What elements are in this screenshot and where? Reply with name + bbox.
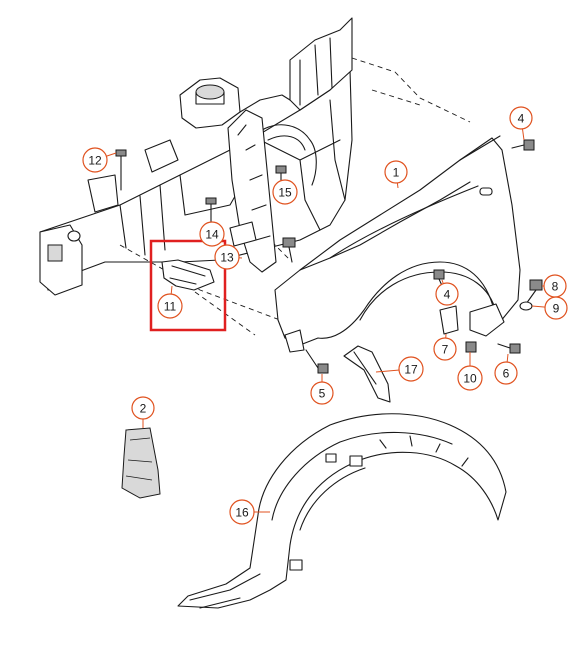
callout-4-mid: 4 bbox=[435, 279, 459, 306]
callout-14-circle bbox=[199, 221, 225, 247]
callout-15-circle bbox=[272, 179, 298, 205]
callout-10-circle bbox=[457, 365, 483, 391]
part-16-wheelhouse-liner bbox=[177, 413, 507, 609]
callout-1-label: 1 bbox=[393, 166, 400, 180]
part-2-foam-insert bbox=[121, 427, 161, 499]
callout-11: 11 bbox=[157, 285, 183, 319]
callout-13-label: 13 bbox=[220, 251, 234, 265]
callout-2: 2 bbox=[131, 396, 155, 428]
callout-15: 15 bbox=[272, 179, 298, 205]
callout-4-top: 4 bbox=[509, 106, 533, 141]
callout-9: 9 bbox=[531, 296, 568, 320]
callout-7: 7 bbox=[433, 333, 457, 361]
callout-17-label: 17 bbox=[404, 363, 418, 377]
callout-16-label: 16 bbox=[235, 506, 249, 520]
callout-11-label: 11 bbox=[164, 300, 177, 314]
body-frame bbox=[39, 17, 353, 296]
callout-7-label: 7 bbox=[442, 343, 449, 357]
callout-5-circle bbox=[310, 381, 334, 405]
part-11-bracket bbox=[161, 259, 215, 291]
callout-8: 8 bbox=[542, 274, 567, 298]
callout-6-circle bbox=[494, 361, 518, 385]
part-13-bracket bbox=[227, 109, 277, 273]
callout-2-label: 2 bbox=[140, 402, 147, 416]
highlight-box-part-11 bbox=[149, 239, 227, 332]
callout-10-label: 10 bbox=[463, 372, 477, 386]
callout-12: 12 bbox=[82, 147, 117, 173]
callout-8-label: 8 bbox=[552, 280, 559, 294]
callout-12-circle bbox=[82, 147, 108, 173]
callout-14: 14 bbox=[199, 221, 225, 247]
callout-9-label: 9 bbox=[553, 302, 560, 316]
callout-12-label: 12 bbox=[88, 154, 102, 168]
callout-15-label: 15 bbox=[278, 186, 292, 200]
callout-1-circle bbox=[384, 160, 408, 184]
callout-5-label: 5 bbox=[319, 387, 326, 401]
callout-16: 16 bbox=[229, 499, 270, 525]
callout-4-mid-label: 4 bbox=[444, 288, 451, 302]
callout-10: 10 bbox=[457, 352, 483, 391]
part-1-fender bbox=[274, 135, 521, 353]
callout-9-circle bbox=[544, 296, 568, 320]
callout-5: 5 bbox=[310, 374, 334, 405]
callout-4-top-label: 4 bbox=[518, 112, 525, 126]
part-17-cover bbox=[343, 345, 391, 403]
callout-17: 17 bbox=[375, 356, 424, 382]
callout-16-circle bbox=[229, 499, 255, 525]
callout-11-circle bbox=[157, 293, 183, 319]
callout-14-label: 14 bbox=[205, 228, 219, 242]
callout-13: 13 bbox=[214, 244, 243, 270]
callout-13-circle bbox=[214, 244, 240, 270]
callout-4-mid-circle bbox=[435, 282, 459, 306]
callout-2-circle bbox=[131, 396, 155, 420]
callout-6: 6 bbox=[494, 353, 518, 385]
callout-17-circle bbox=[398, 356, 424, 382]
callout-1: 1 bbox=[384, 160, 408, 189]
callout-6-label: 6 bbox=[503, 367, 510, 381]
callout-4-top-circle bbox=[509, 106, 533, 130]
callout-7-circle bbox=[433, 337, 457, 361]
